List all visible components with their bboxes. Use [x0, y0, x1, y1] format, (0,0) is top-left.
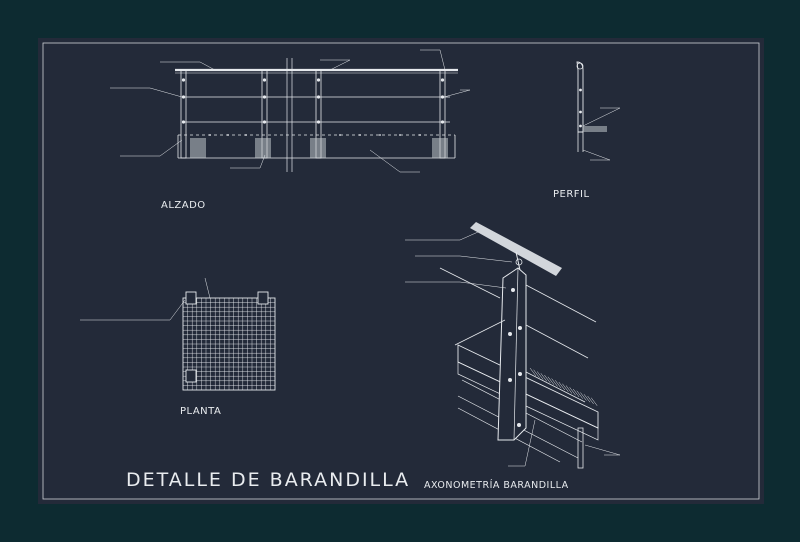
axo-hatch-line	[558, 381, 565, 391]
axo-hatch-line	[547, 376, 555, 385]
axo-hatch-line	[529, 367, 537, 377]
axo-handrail-bracket	[515, 251, 521, 271]
drawing-title: DETALLE DE BARANDILLA	[126, 469, 410, 491]
axo-hatch-line	[580, 392, 587, 401]
perfil-handrail	[576, 62, 584, 70]
planta-leader-left	[80, 299, 186, 321]
axo-bolts	[508, 288, 522, 427]
axo-leaders	[405, 231, 621, 467]
alzado-bolts	[181, 78, 445, 124]
perfil-bolts	[579, 88, 582, 128]
axo-slab-hatch	[529, 367, 598, 406]
planta-posts	[185, 291, 269, 383]
axo-bracket-joint	[515, 258, 523, 266]
drawing-sheet	[38, 38, 764, 504]
axo-hatch-line	[544, 374, 551, 384]
axo-hatch-line	[555, 380, 562, 389]
axo-cables	[439, 267, 597, 403]
axo-hatch-line	[587, 395, 594, 405]
planta-leader-top	[204, 277, 211, 299]
perfil-slab	[583, 126, 607, 132]
axo-hatch-line	[537, 371, 544, 380]
alzado-view	[110, 49, 471, 173]
axo-beam-end	[577, 427, 584, 469]
axo-handrail	[470, 222, 562, 276]
alzado-leaders	[110, 49, 471, 173]
perfil-view	[576, 61, 621, 161]
label-perfil: PERFIL	[553, 189, 590, 200]
axo-hatch-line	[540, 373, 547, 382]
axo-hatch-line	[591, 397, 598, 406]
label-planta: PLANTA	[180, 406, 221, 417]
axonometria-view	[405, 222, 621, 469]
planta-grid	[183, 298, 275, 390]
axo-hatch-line	[551, 378, 558, 387]
axo-post-edge	[513, 267, 519, 441]
axo-hatch-line	[562, 383, 569, 392]
axo-hatch-line	[583, 394, 591, 403]
axo-hatch-line	[573, 388, 580, 398]
axo-hatch-line	[576, 390, 583, 399]
axo-post	[497, 267, 527, 441]
axo-hatch-line	[569, 387, 576, 396]
planta-view	[80, 277, 276, 391]
perfil-leaders	[582, 107, 621, 161]
alzado-footings	[190, 138, 448, 158]
alzado-marks	[209, 134, 421, 136]
label-axonometria: AXONOMETRÍA BARANDILLA	[424, 479, 569, 491]
axo-beam-flange	[457, 361, 599, 441]
label-alzado: ALZADO	[161, 200, 206, 211]
axo-hatch-line	[533, 369, 540, 378]
axo-hatch-line	[565, 385, 573, 394]
sheet-border	[42, 42, 760, 500]
